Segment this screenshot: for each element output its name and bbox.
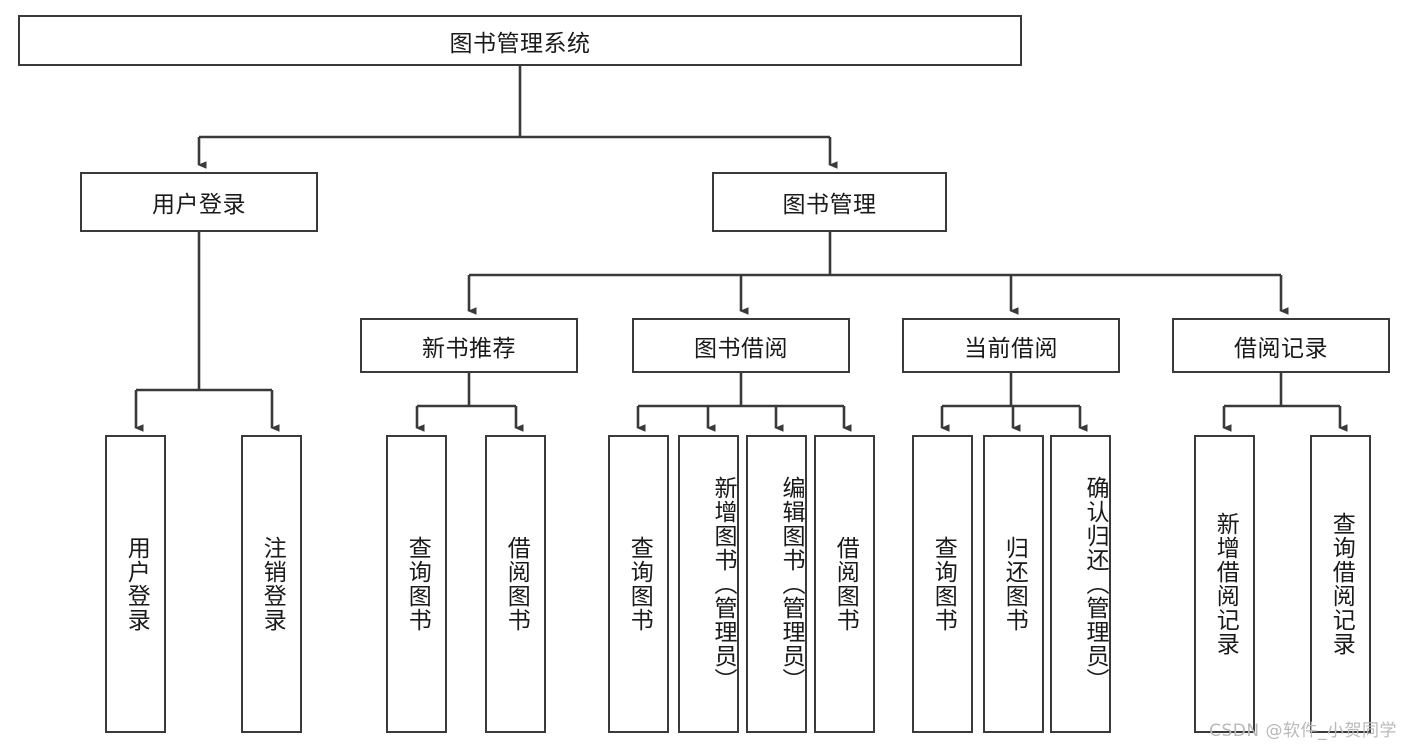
leaf-query-book-recommend-label: 查询图书 <box>404 536 431 632</box>
node-book-management[interactable]: 图书管理 <box>712 172 947 232</box>
leaf-query-book-borrow-label: 查询图书 <box>626 536 653 632</box>
leaf-query-book-current-label: 查询图书 <box>930 536 957 632</box>
node-borrow-records-label: 借阅记录 <box>1234 335 1328 362</box>
leaf-edit-book-admin[interactable]: 编辑图书（管理员） <box>746 435 807 733</box>
leaf-borrow-book-label: 借阅图书 <box>832 536 859 632</box>
leaf-borrow-book-recommend-label: 借阅图书 <box>503 536 530 632</box>
leaf-user-login-label: 用户登录 <box>123 536 150 632</box>
leaf-add-borrow-record[interactable]: 新增借阅记录 <box>1194 435 1255 733</box>
watermark-text: CSDN @软件_小贺同学 <box>1209 721 1397 741</box>
leaf-query-book-recommend[interactable]: 查询图书 <box>386 435 447 733</box>
leaf-borrow-book[interactable]: 借阅图书 <box>814 435 875 733</box>
node-new-book-recommend-label: 新书推荐 <box>422 335 516 362</box>
leaf-query-borrow-record[interactable]: 查询借阅记录 <box>1310 435 1371 733</box>
leaf-confirm-return-admin-label: 确认归还（管理员） <box>1082 476 1108 692</box>
leaf-user-logout[interactable]: 注销登录 <box>241 435 302 733</box>
leaf-query-book-borrow[interactable]: 查询图书 <box>608 435 669 733</box>
node-current-borrow[interactable]: 当前借阅 <box>902 318 1120 373</box>
leaf-return-book-label: 归还图书 <box>1001 536 1028 632</box>
leaf-user-login[interactable]: 用户登录 <box>105 435 166 733</box>
node-current-borrow-label: 当前借阅 <box>964 335 1058 362</box>
leaf-add-book-admin[interactable]: 新增图书（管理员） <box>678 435 739 733</box>
node-book-management-label: 图书管理 <box>782 192 877 218</box>
node-book-borrow[interactable]: 图书借阅 <box>632 318 850 373</box>
node-new-book-recommend[interactable]: 新书推荐 <box>360 318 578 373</box>
leaf-edit-book-admin-label: 编辑图书（管理员） <box>778 476 804 692</box>
node-book-borrow-label: 图书借阅 <box>694 335 788 362</box>
leaf-user-logout-label: 注销登录 <box>259 536 286 632</box>
node-borrow-records[interactable]: 借阅记录 <box>1172 318 1390 373</box>
leaf-return-book[interactable]: 归还图书 <box>983 435 1044 733</box>
leaf-query-borrow-record-label: 查询借阅记录 <box>1328 512 1355 656</box>
leaf-borrow-book-recommend[interactable]: 借阅图书 <box>485 435 546 733</box>
leaf-query-book-current[interactable]: 查询图书 <box>912 435 973 733</box>
leaf-confirm-return-admin[interactable]: 确认归还（管理员） <box>1050 435 1111 733</box>
leaf-add-book-admin-label: 新增图书（管理员） <box>710 476 736 692</box>
node-root-label: 图书管理系统 <box>449 30 591 57</box>
node-user-login-label: 用户登录 <box>152 192 246 218</box>
node-user-login[interactable]: 用户登录 <box>80 172 318 232</box>
node-root[interactable]: 图书管理系统 <box>18 15 1022 66</box>
leaf-add-borrow-record-label: 新增借阅记录 <box>1212 512 1239 656</box>
